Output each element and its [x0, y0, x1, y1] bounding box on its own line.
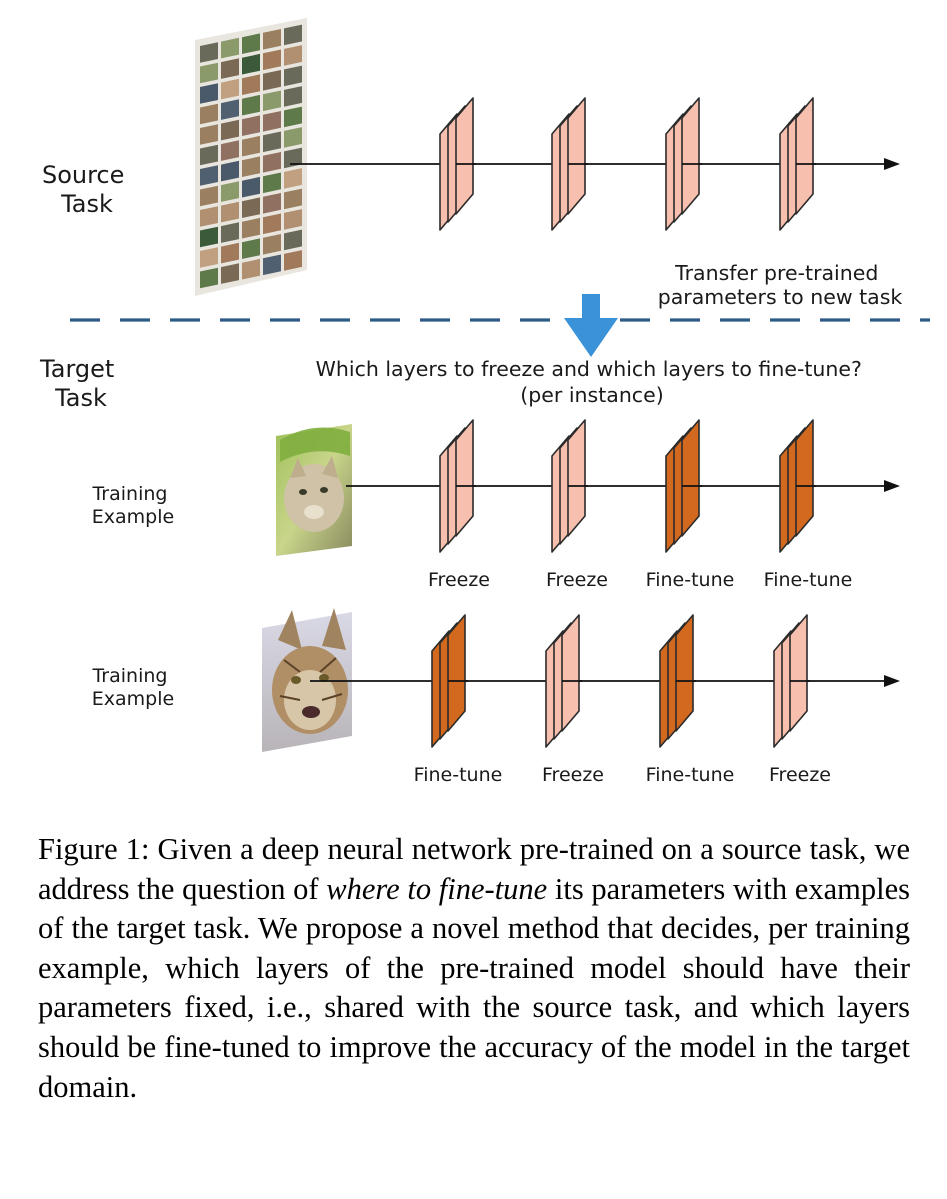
example-2-layer-1-mode: Fine-tune: [414, 764, 503, 786]
dataset-thumbnail: [284, 106, 302, 128]
dataset-thumbnail: [242, 94, 260, 116]
dataset-thumbnail: [284, 86, 302, 107]
dataset-thumbnail: [242, 53, 260, 75]
transfer-note: Transfer pre-trained parameters to new t…: [658, 261, 903, 309]
dataset-thumbnail: [263, 29, 281, 50]
example-1-layer-3-mode: Fine-tune: [646, 569, 735, 591]
example-1-network: [346, 419, 900, 553]
figure-caption: Figure 1: Given a deep neural network pr…: [38, 830, 910, 1107]
dataset-thumbnail: [200, 226, 218, 248]
dataset-thumbnail: [200, 42, 218, 63]
dataset-thumbnail: [242, 197, 260, 218]
example-2-layer-1: [431, 614, 466, 748]
dataset-thumbnail: [221, 58, 239, 79]
dataset-thumbnail: [221, 242, 239, 264]
dataset-thumbnail: [263, 254, 281, 276]
dataset-thumbnail: [221, 37, 239, 59]
dataset-thumbnail: [200, 165, 218, 186]
dataset-thumbnail: [263, 70, 281, 91]
dataset-thumbnail: [242, 156, 260, 177]
dataset-thumbnail: [221, 263, 239, 284]
source-layer-2: [551, 97, 586, 231]
caption-emphasis: where to fine-tune: [326, 871, 548, 906]
dataset-thumbnail: [284, 209, 302, 230]
target-task-label: Target Task: [39, 355, 122, 412]
figure-diagram: Source Task Transfer pre-trained paramet…: [39, 18, 930, 786]
dataset-thumbnail: [200, 247, 218, 268]
training-example-label-2: Training Example: [91, 665, 174, 710]
dataset-thumbnail: [284, 127, 302, 148]
example-2-layer-3-mode: Fine-tune: [646, 764, 735, 786]
dataset-thumbnail: [263, 172, 281, 194]
dataset-thumbnail: [200, 267, 218, 289]
dataset-thumbnail: [284, 147, 302, 169]
example-1-output-arrow-icon: [884, 480, 900, 492]
dataset-thumbnail: [200, 206, 218, 227]
dataset-thumbnail: [221, 181, 239, 202]
dataset-thumbnail: [242, 33, 260, 54]
dataset-thumbnail: [284, 65, 302, 87]
dataset-thumbnail: [284, 188, 302, 210]
example-1-layer-4-mode: Fine-tune: [764, 569, 853, 591]
example-2-layer-4-mode: Freeze: [769, 764, 831, 786]
dataset-thumbnail: [263, 131, 281, 153]
source-output-arrow-icon: [884, 158, 900, 170]
question-text: Which layers to freeze and which layers …: [316, 357, 869, 407]
dataset-thumbnail: [221, 222, 239, 243]
example-2-layer-4: [773, 614, 808, 748]
source-network: [290, 97, 900, 231]
dataset-thumbnail: [221, 201, 239, 223]
source-layer-1: [439, 97, 474, 231]
dataset-thumbnail: [263, 49, 281, 71]
dataset-thumbnail: [242, 74, 260, 95]
example-1-layer-1-mode: Freeze: [428, 569, 490, 591]
cat-image-2: [262, 608, 352, 752]
dataset-thumbnail: [221, 119, 239, 141]
example-2-network: [310, 614, 900, 748]
dataset-thumbnail: [263, 213, 281, 235]
dataset-thumbnail: [221, 78, 239, 100]
caption-suffix: its parameters with examples of the targ…: [38, 871, 910, 1104]
dataset-thumbnail: [200, 124, 218, 145]
dataset-thumbnail: [242, 238, 260, 259]
dataset-thumbnail: [284, 229, 302, 251]
example-2-output-arrow-icon: [884, 675, 900, 687]
dataset-thumbnail: [200, 83, 218, 104]
dataset-thumbnail: [200, 185, 218, 207]
source-task-label: Source Task: [42, 161, 132, 218]
example-2-layer-modes: Fine-tune Freeze Fine-tune Freeze: [414, 764, 831, 786]
dataset-thumbnail: [263, 152, 281, 173]
dataset-thumbnail: [221, 140, 239, 161]
dataset-thumbnail: [200, 144, 218, 166]
caption-prefix: Figure 1: Given a deep neural network pr…: [38, 832, 910, 906]
dataset-thumbnail: [221, 160, 239, 182]
dataset-thumbnail: [284, 45, 302, 66]
transfer-down-arrow-icon: [564, 294, 618, 357]
dataset-thumbnail: [242, 115, 260, 136]
dataset-thumbnail: [221, 99, 239, 120]
example-1-layer-3: [665, 419, 700, 553]
dataset-thumbnail: [242, 176, 260, 198]
dataset-thumbnail: [200, 103, 218, 125]
dataset-thumbnail: [284, 168, 302, 189]
dataset-thumbnail: [263, 193, 281, 214]
example-1-layer-2-mode: Freeze: [546, 569, 608, 591]
dataset-thumbnail: [284, 250, 302, 271]
dataset-thumbnail: [263, 111, 281, 132]
source-dataset-image: [195, 18, 307, 296]
example-1-layer-modes: Freeze Freeze Fine-tune Fine-tune: [428, 569, 852, 591]
dataset-thumbnail: [284, 24, 302, 46]
dataset-thumbnail: [263, 234, 281, 255]
dataset-thumbnail: [242, 258, 260, 280]
dataset-thumbnail: [200, 62, 218, 84]
cat-image-1: [276, 424, 352, 556]
dataset-thumbnail: [242, 217, 260, 239]
training-example-label-1: Training Example: [91, 483, 174, 528]
dataset-thumbnail: [242, 135, 260, 157]
dataset-thumbnail: [263, 90, 281, 112]
example-2-layer-2: [545, 614, 580, 748]
example-2-layer-2-mode: Freeze: [542, 764, 604, 786]
